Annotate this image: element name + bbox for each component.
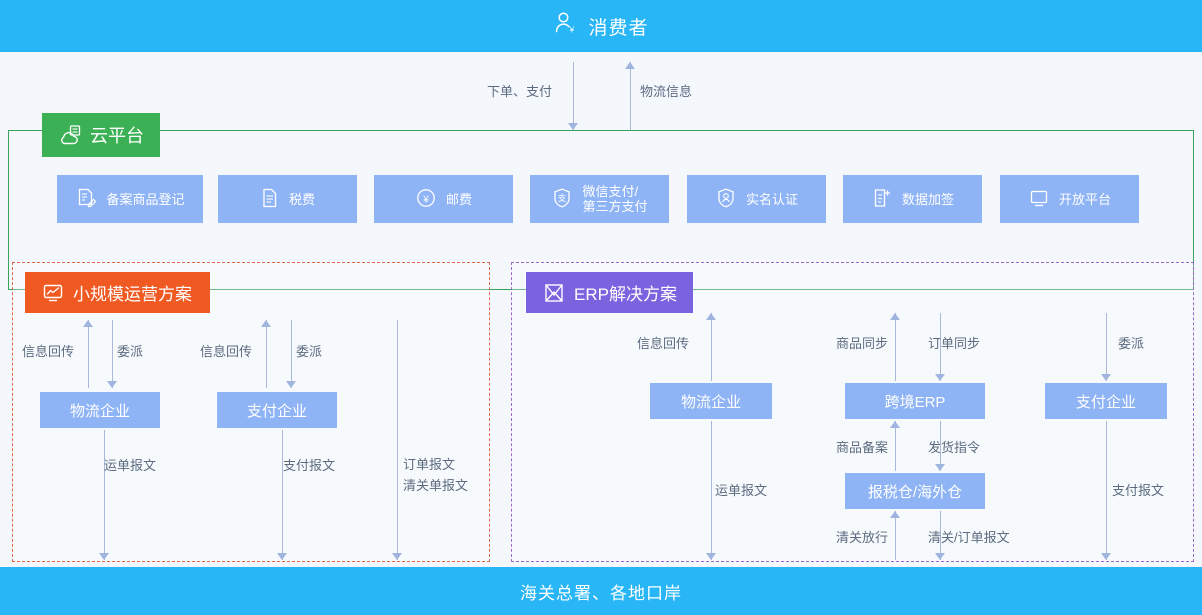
arrow-small-logistics-info-return [83, 320, 94, 388]
arrow-logistics-info [625, 62, 636, 130]
arrow-small-payment-delegate [286, 320, 297, 388]
cloud-server-icon [58, 124, 82, 146]
arrow-small-logistics-waybill [99, 430, 110, 560]
entity-erp-cross-border[interactable]: 跨境ERP [845, 383, 985, 419]
arrow-erp-logistics-waybill [706, 421, 717, 560]
chip-open-platform[interactable]: 开放平台 [1000, 175, 1139, 223]
label-small-payment-message: 支付报文 [283, 458, 336, 473]
arrow-erp-logistics-info-return [706, 313, 717, 381]
consumer-title: 消费者 [588, 17, 649, 39]
arrow-erp-ship-order [935, 421, 946, 471]
erp-badge-label: ERP解决方案 [574, 285, 677, 304]
label-erp-customs-order-message: 清关/订单报文 [928, 530, 1010, 545]
chip-label: 税费 [288, 191, 315, 207]
arrow-erp-payment-delegate [1101, 313, 1112, 381]
entity-label: 物流企业 [680, 393, 741, 411]
label-erp-logistics-waybill: 运单报文 [715, 483, 768, 498]
chip-tax-fee[interactable]: 税费 [218, 175, 357, 223]
label-small-payment-delegate: 委派 [296, 344, 323, 359]
arrow-small-platform-to-customs [392, 320, 403, 560]
chip-label: 实名认证 [745, 191, 798, 207]
chip-label: 备案商品登记 [106, 191, 185, 207]
consumer-bar: ¥ 消费者 [0, 0, 1202, 52]
entity-label: 支付企业 [246, 402, 307, 420]
label-erp-logistics-info-return: 信息回传 [637, 336, 690, 351]
entity-erp-logistics[interactable]: 物流企业 [650, 383, 772, 419]
svg-text:¥: ¥ [569, 25, 576, 35]
entity-label: 物流企业 [69, 402, 130, 420]
chip-label: 邮费 [445, 191, 472, 207]
chip-goods-registration[interactable]: 备案商品登记 [57, 175, 203, 223]
shield-pay-icon: 支 [551, 187, 573, 212]
arrow-erp-customs-release [890, 511, 901, 560]
document-plus-icon [871, 187, 893, 212]
cloud-platform-badge-label: 云平台 [90, 126, 144, 146]
entity-erp-bonded-overseas-warehouse[interactable]: 报税仓/海外仓 [845, 473, 985, 509]
document-lines-icon [260, 187, 280, 212]
erp-box-icon [542, 282, 566, 304]
svg-text:支: 支 [558, 193, 567, 203]
entity-small-logistics[interactable]: 物流企业 [40, 392, 160, 428]
arrow-erp-order-sync [935, 313, 946, 381]
entity-label: 支付企业 [1075, 393, 1136, 411]
label-erp-payment-delegate: 委派 [1118, 336, 1145, 351]
entity-label: 跨境ERP [884, 393, 946, 411]
label-small-platform-to-customs: 订单报文清关单报文 [403, 457, 469, 493]
yen-circle-icon: ¥ [415, 187, 437, 212]
arrow-erp-payment-message [1101, 421, 1112, 560]
document-pen-icon [75, 187, 97, 212]
chip-postage-fee[interactable]: ¥ 邮费 [374, 175, 513, 223]
shield-user-icon [715, 187, 737, 212]
svg-text:¥: ¥ [422, 194, 429, 205]
label-erp-payment-message: 支付报文 [1112, 483, 1165, 498]
consumer-person-yen-icon: ¥ [553, 10, 579, 42]
small-scale-badge-label: 小规模运营方案 [73, 285, 192, 304]
label-erp-customs-release: 清关放行 [836, 530, 889, 545]
arrow-small-payment-message [277, 430, 288, 560]
chip-data-signature[interactable]: 数据加签 [843, 175, 982, 223]
arrow-small-logistics-delegate [107, 320, 118, 388]
chip-wechat-third-party-pay[interactable]: 支 微信支付/第三方支付 [530, 175, 669, 223]
label-logistics-info: 物流信息 [640, 84, 693, 99]
customs-title: 海关总署、各地口岸 [520, 583, 682, 603]
label-erp-goods-record: 商品备案 [836, 440, 889, 455]
arrow-erp-goods-sync [890, 313, 901, 381]
arrow-erp-customs-order-message [935, 511, 946, 560]
chart-monitor-icon [41, 282, 65, 304]
erp-badge[interactable]: ERP解决方案 [526, 272, 693, 313]
label-small-logistics-delegate: 委派 [117, 344, 144, 359]
customs-bar: 海关总署、各地口岸 [0, 567, 1202, 615]
arrow-small-payment-info-return [261, 320, 272, 388]
chip-label: 微信支付/第三方支付 [582, 184, 648, 214]
label-order-payment: 下单、支付 [487, 84, 553, 99]
label-erp-ship-order: 发货指令 [928, 440, 981, 455]
label-small-logistics-waybill: 运单报文 [104, 458, 157, 473]
entity-label: 报税仓/海外仓 [867, 483, 963, 501]
monitor-icon [1028, 187, 1050, 212]
label-small-payment-info-return: 信息回传 [200, 344, 253, 359]
chip-label: 开放平台 [1058, 191, 1111, 207]
small-scale-badge[interactable]: 小规模运营方案 [25, 272, 210, 313]
entity-small-payment[interactable]: 支付企业 [217, 392, 337, 428]
cloud-platform-badge[interactable]: 云平台 [42, 113, 160, 157]
arrow-erp-goods-record [890, 421, 901, 471]
label-erp-order-sync: 订单同步 [928, 336, 981, 351]
arrow-order-payment [568, 62, 579, 130]
entity-erp-payment[interactable]: 支付企业 [1045, 383, 1167, 419]
label-erp-goods-sync: 商品同步 [836, 336, 889, 351]
chip-label: 数据加签 [901, 191, 954, 207]
label-small-logistics-info-return: 信息回传 [22, 344, 75, 359]
chip-real-name-auth[interactable]: 实名认证 [687, 175, 826, 223]
